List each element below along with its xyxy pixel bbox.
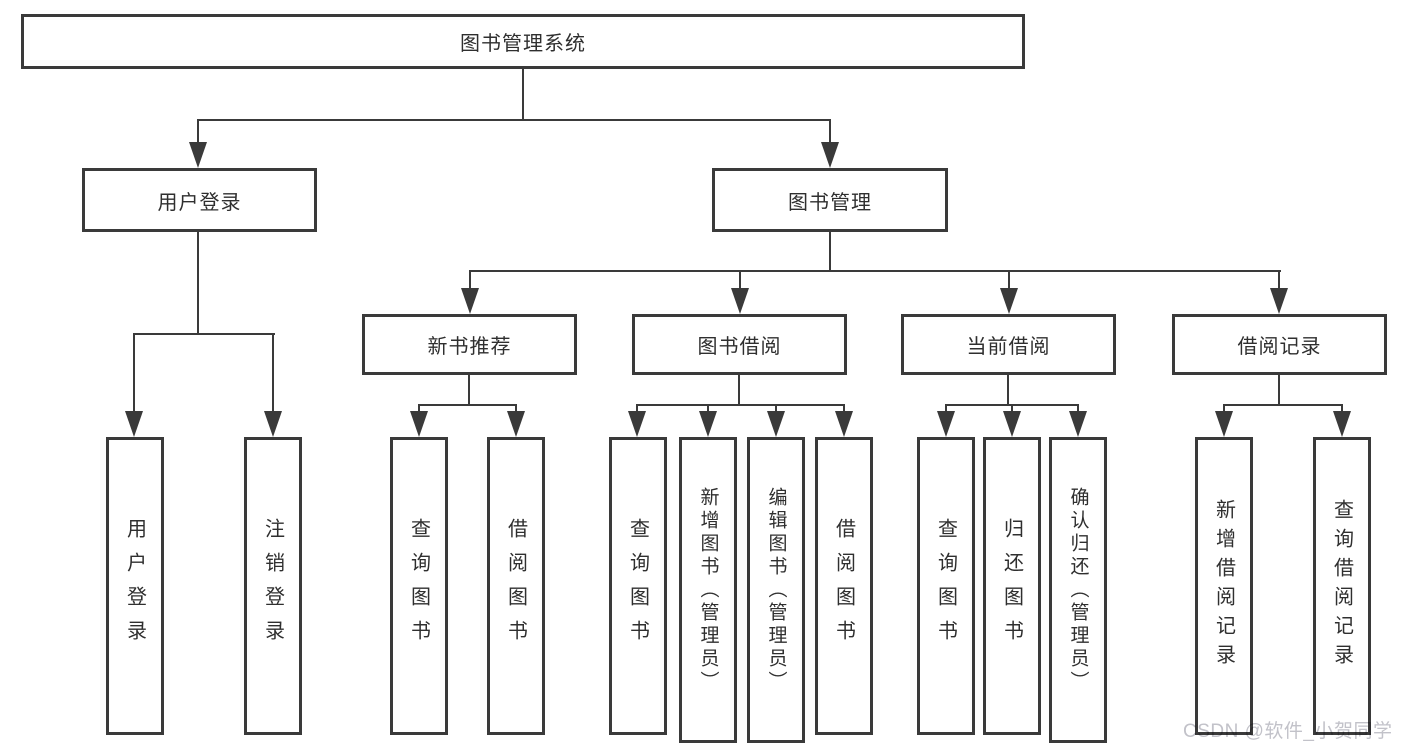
node-label: 查询图书 [626, 518, 649, 654]
leaf-confirm-return-admin: 确认归还（管理员） [1049, 437, 1107, 743]
connector-stub [133, 333, 135, 413]
connector-stub [636, 404, 638, 414]
connector-stub [469, 270, 471, 290]
connector-vline [829, 232, 831, 272]
leaf-query-borrow-record: 查询借阅记录 [1313, 437, 1371, 735]
connector-stub [1077, 404, 1079, 414]
arrowhead-down-icon [821, 142, 839, 168]
node-label: 当前借阅 [966, 336, 1051, 358]
arrowhead-down-icon [264, 411, 282, 437]
connector-hline [133, 333, 275, 335]
node-book-borrow: 图书借阅 [632, 314, 847, 375]
leaf-logout: 注销登录 [244, 437, 302, 735]
node-borrow-records: 借阅记录 [1172, 314, 1387, 375]
arrowhead-down-icon [189, 142, 207, 168]
node-label: 图书管理系统 [460, 33, 586, 55]
connector-stub [1011, 404, 1013, 414]
connector-hline [197, 119, 831, 121]
arrowhead-down-icon [699, 411, 717, 437]
node-user-login: 用户登录 [82, 168, 317, 232]
connector-vline [522, 69, 524, 121]
leaf-add-book-admin: 新增图书（管理员） [679, 437, 737, 743]
node-label: 注销登录 [261, 518, 284, 654]
leaf-return-book: 归还图书 [983, 437, 1041, 735]
arrowhead-down-icon [1215, 411, 1233, 437]
leaf-query-book-recommend: 查询图书 [390, 437, 448, 735]
arrowhead-down-icon [731, 288, 749, 314]
arrowhead-down-icon [937, 411, 955, 437]
node-label: 用户登录 [157, 191, 242, 214]
arrowhead-down-icon [461, 288, 479, 314]
node-root: 图书管理系统 [21, 14, 1025, 69]
leaf-query-book-current: 查询图书 [917, 437, 975, 735]
connector-stub [739, 270, 741, 290]
connector-hline [1223, 404, 1343, 406]
node-label: 用户登录 [123, 518, 146, 654]
arrowhead-down-icon [628, 411, 646, 437]
arrowhead-down-icon [1069, 411, 1087, 437]
connector-stub [829, 119, 831, 146]
connector-stub [515, 404, 517, 414]
node-label: 图书管理 [788, 191, 872, 214]
node-label: 借阅图书 [504, 518, 527, 654]
arrowhead-down-icon [1003, 411, 1021, 437]
connector-vline [738, 375, 740, 406]
connector-hline [418, 404, 516, 406]
leaf-user-login: 用户登录 [106, 437, 164, 735]
leaf-query-book-borrow: 查询图书 [609, 437, 667, 735]
connector-stub [1223, 404, 1225, 414]
node-label: 确认归还（管理员） [1067, 486, 1089, 694]
node-label: 新增借阅记录 [1212, 499, 1235, 673]
node-label: 归还图书 [1000, 518, 1023, 654]
node-label: 图书借阅 [697, 336, 782, 358]
node-label: 编辑图书（管理员） [765, 486, 787, 694]
connector-vline [1278, 375, 1280, 406]
leaf-edit-book-admin: 编辑图书（管理员） [747, 437, 805, 743]
connector-vline [197, 232, 199, 335]
node-label: 查询图书 [934, 518, 957, 654]
arrowhead-down-icon [125, 411, 143, 437]
connector-stub [197, 119, 199, 146]
connector-stub [1341, 404, 1343, 414]
arrowhead-down-icon [1333, 411, 1351, 437]
node-book-management: 图书管理 [712, 168, 948, 232]
connector-vline [1007, 375, 1009, 406]
connector-hline [636, 404, 845, 406]
connector-stub [418, 404, 420, 414]
arrowhead-down-icon [410, 411, 428, 437]
arrowhead-down-icon [767, 411, 785, 437]
connector-stub [1278, 270, 1280, 290]
leaf-borrow-book-recommend: 借阅图书 [487, 437, 545, 735]
arrowhead-down-icon [507, 411, 525, 437]
arrowhead-down-icon [1270, 288, 1288, 314]
node-label: 借阅图书 [832, 518, 855, 654]
connector-stub [843, 404, 845, 414]
connector-stub [945, 404, 947, 414]
connector-vline [468, 375, 470, 406]
leaf-borrow-book: 借阅图书 [815, 437, 873, 735]
arrowhead-down-icon [1000, 288, 1018, 314]
node-label: 新书推荐 [427, 336, 512, 358]
node-label: 新增图书（管理员） [697, 486, 719, 694]
csdn-watermark: CSDN @软件_小贺同学 [1183, 721, 1393, 742]
arrowhead-down-icon [835, 411, 853, 437]
node-label: 查询借阅记录 [1330, 499, 1353, 673]
connector-stub [272, 333, 274, 413]
node-new-book-recommend: 新书推荐 [362, 314, 577, 375]
connector-stub [775, 404, 777, 414]
node-label: 借阅记录 [1237, 336, 1322, 358]
connector-stub [707, 404, 709, 414]
connector-stub [1008, 270, 1010, 290]
leaf-add-borrow-record: 新增借阅记录 [1195, 437, 1253, 735]
node-label: 查询图书 [407, 518, 430, 654]
connector-hline [469, 270, 1281, 272]
node-current-borrow: 当前借阅 [901, 314, 1116, 375]
